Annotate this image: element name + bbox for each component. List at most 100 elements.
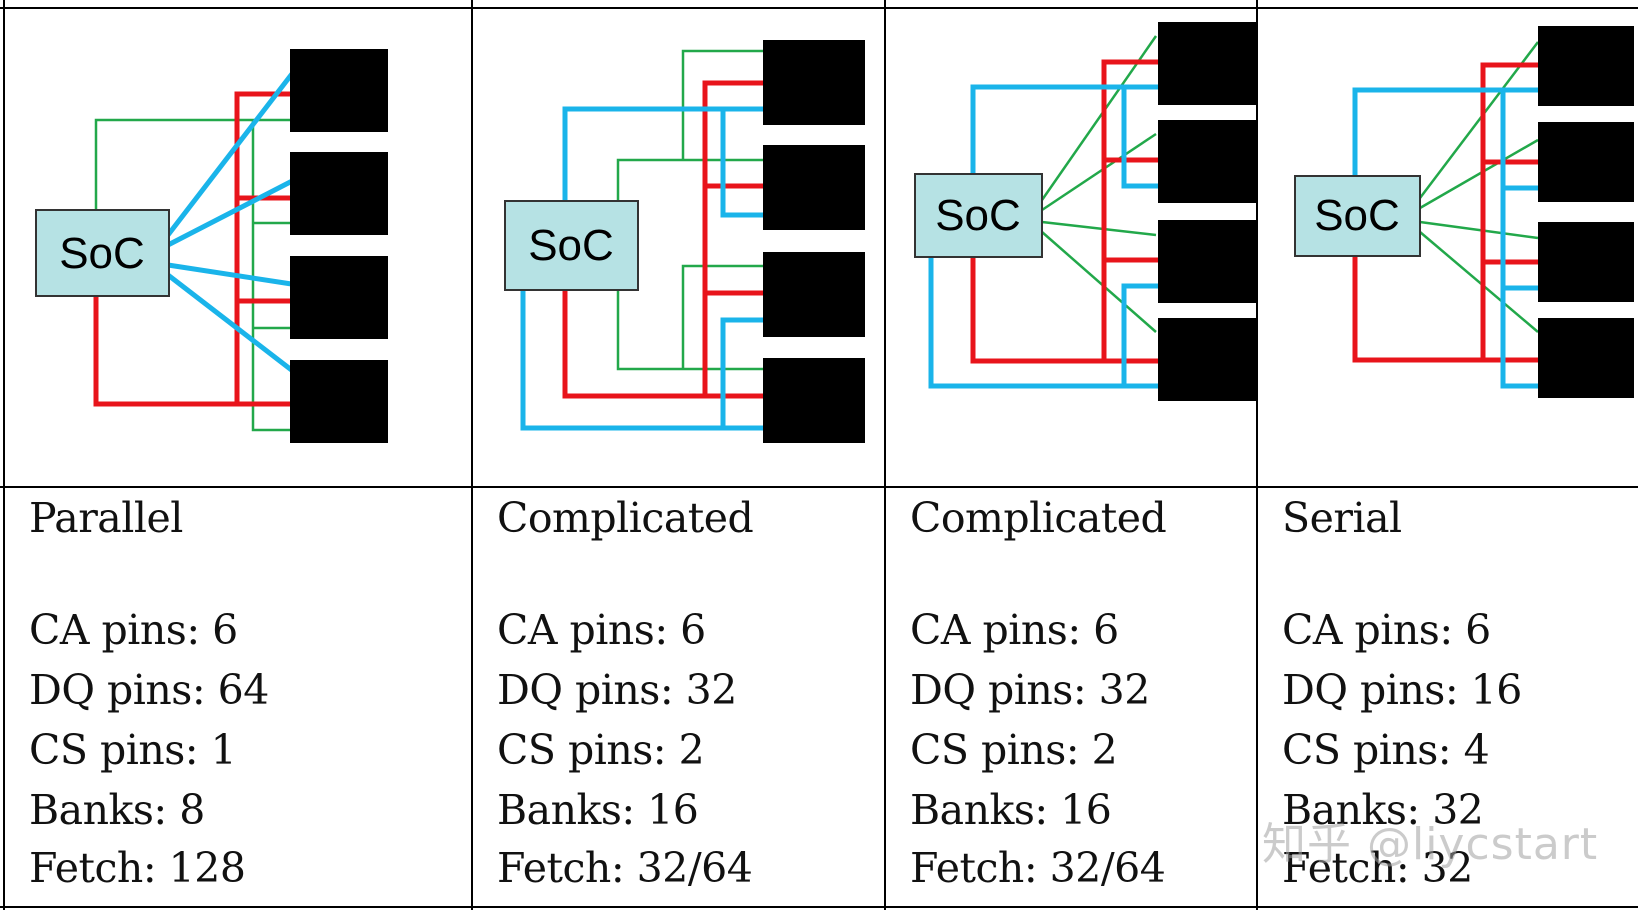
cs-line: [616, 290, 763, 371]
diagram-parallel: SoC: [5, 10, 471, 486]
soc-label: SoC: [528, 221, 614, 270]
column-divider-3: [1256, 0, 1258, 910]
cs-line: [1041, 220, 1157, 237]
memory-chip: [290, 256, 388, 339]
cs-line: [1041, 132, 1157, 212]
fetch-stat: Fetch: 32/64: [910, 844, 1166, 892]
ca-pins-stat: CA pins: 6: [910, 606, 1119, 654]
fetch-stat: Fetch: 32/64: [497, 844, 753, 892]
dq-line: [166, 64, 300, 237]
dq-line: [720, 109, 763, 218]
complicated-a-topology-svg: SoC: [504, 40, 865, 443]
description-serial: Serial CA pins: 6 DQ pins: 16 CS pins: 4…: [1258, 488, 1638, 908]
column-divider-1: [471, 0, 473, 910]
cs-line: [681, 49, 763, 160]
parallel-topology-svg: SoC: [35, 49, 388, 443]
dq-line: [1121, 87, 1158, 189]
cs-line: [1419, 220, 1539, 240]
memory-chip: [290, 152, 388, 235]
memory-chip: [763, 252, 865, 337]
topology-title: Serial: [1282, 494, 1402, 542]
ca-pins-stat: CA pins: 6: [1282, 606, 1491, 654]
topology-title: Parallel: [29, 494, 183, 542]
ca-line: [562, 290, 763, 399]
cs-line: [94, 118, 290, 210]
soc-box: [914, 173, 1043, 258]
dq-pins-stat: DQ pins: 64: [29, 666, 269, 714]
complicated-b-topology-svg: SoC: [914, 22, 1256, 401]
fetch-stat: Fetch: 32: [1282, 844, 1473, 892]
banks-stat: Banks: 16: [497, 786, 699, 834]
topology-title: Complicated: [497, 494, 754, 542]
watermark: 知乎 @liycstart: [1262, 819, 1599, 870]
dq-pins-stat: DQ pins: 32: [910, 666, 1150, 714]
dq-line: [970, 84, 1158, 174]
soc-label: SoC: [1314, 191, 1400, 240]
description-complicated-b: Complicated CA pins: 6 DQ pins: 32 CS pi…: [886, 488, 1256, 908]
memory-chip: [1538, 318, 1634, 398]
banks-stat: Banks: 32: [1282, 786, 1484, 834]
memory-chip: [290, 360, 388, 443]
memory-chip: [1158, 120, 1256, 203]
soc-label: SoC: [59, 229, 145, 278]
dq-line: [166, 273, 300, 377]
dq-line: [1121, 283, 1158, 386]
ca-pins-stat: CA pins: 6: [29, 606, 238, 654]
memory-chip: [1538, 222, 1634, 302]
memory-chip: [1538, 122, 1634, 202]
description-complicated-a: Complicated CA pins: 6 DQ pins: 32 CS pi…: [473, 488, 884, 908]
cs-line: [1419, 41, 1539, 199]
description-parallel: Parallel CA pins: 6 DQ pins: 64 CS pins:…: [5, 488, 471, 908]
dq-line: [928, 257, 1158, 389]
table-border-top: [0, 7, 1638, 9]
ca-line: [1352, 255, 1538, 363]
dq-line: [167, 262, 299, 288]
cs-line: [251, 120, 290, 432]
soc-label: SoC: [935, 191, 1021, 240]
table-row-divider: [0, 486, 1638, 488]
soc-box: [35, 209, 170, 297]
ca-line: [1480, 62, 1538, 360]
dq-line: [1352, 87, 1538, 176]
diagram-complicated-a: SoC: [473, 10, 884, 486]
cs-pins-stat: CS pins: 2: [910, 726, 1118, 774]
table-border-bottom: [0, 906, 1638, 908]
serial-topology-svg: SoC: [1294, 26, 1634, 398]
cs-pins-stat: CS pins: 1: [29, 726, 237, 774]
memory-chip: [763, 40, 865, 125]
memory-chip: [763, 145, 865, 230]
column-divider-2: [884, 0, 886, 910]
cs-line: [681, 264, 763, 369]
topology-title: Complicated: [910, 494, 1167, 542]
soc-box: [1294, 175, 1421, 257]
dq-line: [520, 290, 763, 431]
table-border-left: [3, 0, 5, 910]
ca-line: [1101, 59, 1158, 361]
dq-pins-stat: DQ pins: 32: [497, 666, 737, 714]
dq-pins-stat: DQ pins: 16: [1282, 666, 1522, 714]
cs-pins-stat: CS pins: 4: [1282, 726, 1490, 774]
memory-chip: [1158, 318, 1256, 401]
banks-stat: Banks: 16: [910, 786, 1112, 834]
memory-chip: [290, 49, 388, 132]
ca-pins-stat: CA pins: 6: [497, 606, 706, 654]
memory-chip: [1158, 220, 1256, 303]
cs-pins-stat: CS pins: 2: [497, 726, 705, 774]
dq-line: [720, 317, 763, 428]
cs-line: [1419, 231, 1539, 333]
memory-chip: [1158, 22, 1256, 105]
cs-line: [1041, 231, 1157, 333]
dq-line: [166, 175, 300, 248]
memory-chip: [763, 358, 865, 443]
cs-line: [1419, 138, 1539, 210]
soc-box: [504, 200, 639, 291]
diagram-serial: SoC: [1258, 10, 1638, 486]
dq-line: [562, 106, 763, 200]
diagram-complicated-b: SoC: [886, 10, 1256, 486]
memory-chip: [1538, 26, 1634, 106]
fetch-stat: Fetch: 128: [29, 844, 246, 892]
ca-line: [93, 296, 290, 407]
ca-line: [702, 80, 763, 396]
cs-line: [616, 158, 763, 200]
